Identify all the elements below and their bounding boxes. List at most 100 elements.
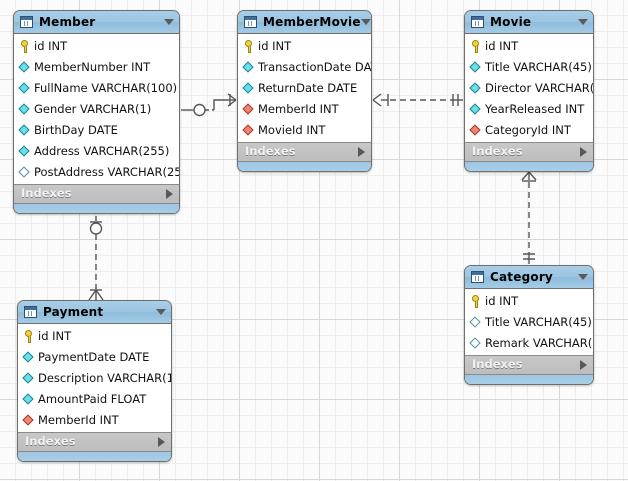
column-row[interactable]: CategoryId INT (465, 120, 593, 141)
column-icon (470, 83, 482, 95)
table-footer (14, 203, 179, 213)
column-row[interactable]: MovieId INT (238, 120, 371, 141)
indexes-section[interactable]: Indexes (18, 432, 171, 451)
column-row[interactable]: TransactionDate DATE (238, 57, 371, 78)
column-row[interactable]: Gender VARCHAR(1) (14, 99, 179, 120)
chevron-right-icon[interactable] (358, 147, 365, 157)
relationship-movie-category[interactable] (521, 171, 537, 264)
column-row[interactable]: ReturnDate DATE (238, 78, 371, 99)
column-icon (19, 146, 31, 158)
table-payment[interactable]: Payment id INT PaymentDate DATE Description… (17, 300, 172, 462)
indexes-section[interactable]: Indexes (465, 355, 593, 374)
foreign-key-icon (243, 104, 255, 116)
column-row[interactable]: Remark VARCHAR(500) (465, 333, 593, 354)
column-list: id INT MemberNumber INT FullName VARCHAR(1… (14, 34, 179, 184)
indexes-section[interactable]: Indexes (14, 184, 179, 203)
column-row[interactable]: Description VARCHAR(100) (18, 368, 171, 389)
column-row[interactable]: Director VARCHAR(45) (465, 78, 593, 99)
column-label: ReturnDate DATE (258, 80, 358, 95)
chevron-down-icon[interactable] (164, 19, 174, 25)
chevron-down-icon[interactable] (578, 19, 588, 25)
column-row[interactable]: PostAddress VARCHAR(255) (14, 162, 179, 183)
table-title: Payment (43, 305, 104, 319)
column-row[interactable]: BirthDay DATE (14, 120, 179, 141)
chevron-down-icon[interactable] (156, 309, 166, 315)
column-icon (19, 125, 31, 137)
chevron-right-icon[interactable] (580, 147, 587, 157)
column-row[interactable]: id INT (14, 36, 179, 57)
chevron-down-icon[interactable] (360, 19, 371, 25)
primary-key-icon (470, 40, 482, 53)
column-row[interactable]: id INT (465, 36, 593, 57)
column-row[interactable]: id INT (238, 36, 371, 57)
column-row[interactable]: MemberId INT (238, 99, 371, 120)
table-icon (471, 16, 484, 28)
table-header-membermovie[interactable]: MemberMovie (238, 11, 371, 34)
column-label: YearReleased INT (485, 101, 585, 116)
column-row[interactable]: id INT (18, 326, 171, 347)
column-row[interactable]: PaymentDate DATE (18, 347, 171, 368)
column-list: id INT Title VARCHAR(45) Remark VARCHAR(50… (465, 289, 593, 355)
table-title: Movie (490, 15, 532, 29)
indexes-label: Indexes (472, 144, 523, 159)
column-label: AmountPaid FLOAT (38, 391, 147, 406)
table-header-movie[interactable]: Movie (465, 11, 593, 34)
table-header-category[interactable]: Category (465, 266, 593, 289)
column-label: TransactionDate DATE (258, 59, 371, 74)
column-icon (243, 62, 255, 74)
column-row[interactable]: YearReleased INT (465, 99, 593, 120)
column-icon (470, 62, 482, 74)
column-row[interactable]: Title VARCHAR(45) (465, 57, 593, 78)
column-label: Title VARCHAR(45) (485, 314, 592, 329)
column-row[interactable]: Title VARCHAR(45) (465, 312, 593, 333)
table-header-member[interactable]: Member (14, 11, 179, 34)
column-row[interactable]: MemberNumber INT (14, 57, 179, 78)
foreign-key-icon (243, 125, 255, 137)
indexes-section[interactable]: Indexes (465, 142, 593, 161)
column-row[interactable]: id INT (465, 291, 593, 312)
table-icon (244, 16, 257, 28)
table-title: MemberMovie (263, 15, 361, 29)
table-member[interactable]: Member id INT MemberNumber INT FullName VAR… (13, 10, 180, 214)
column-row[interactable]: Address VARCHAR(255) (14, 141, 179, 162)
column-label: PaymentDate DATE (38, 349, 150, 364)
chevron-right-icon[interactable] (158, 437, 165, 447)
chevron-down-icon[interactable] (578, 274, 588, 280)
column-row[interactable]: AmountPaid FLOAT (18, 389, 171, 410)
relationship-member-payment[interactable] (88, 216, 104, 301)
column-label: CategoryId INT (485, 122, 571, 137)
table-title: Category (490, 270, 553, 284)
column-label: MemberNumber INT (34, 59, 151, 74)
table-membermovie[interactable]: MemberMovie id INT TransactionDate DATE Ret… (237, 10, 372, 172)
column-label: FullName VARCHAR(100) (34, 80, 178, 95)
table-title: Member (39, 15, 96, 29)
column-icon (19, 62, 31, 74)
primary-key-icon (19, 40, 31, 53)
chevron-right-icon[interactable] (166, 189, 173, 199)
indexes-label: Indexes (472, 357, 523, 372)
primary-key-icon (470, 295, 482, 308)
table-header-payment[interactable]: Payment (18, 301, 171, 324)
column-label: Description VARCHAR(100) (38, 370, 172, 385)
relationship-membermovie-movie[interactable] (372, 93, 463, 107)
relationship-member-membermovie[interactable] (181, 93, 237, 117)
table-footer (465, 374, 593, 384)
column-label: PostAddress VARCHAR(255) (34, 164, 180, 179)
column-label: id INT (34, 38, 68, 53)
column-label: Address VARCHAR(255) (34, 143, 170, 158)
chevron-right-icon[interactable] (580, 360, 587, 370)
column-row[interactable]: MemberId INT (18, 410, 171, 431)
nullable-column-icon (19, 167, 31, 179)
table-footer (238, 161, 371, 171)
column-icon (23, 394, 35, 406)
column-icon (243, 83, 255, 95)
table-category[interactable]: Category id INT Title VARCHAR(45) Remark VA… (464, 265, 594, 385)
column-row[interactable]: FullName VARCHAR(100) (14, 78, 179, 99)
primary-key-icon (243, 40, 255, 53)
column-label: Director VARCHAR(45) (485, 80, 594, 95)
indexes-section[interactable]: Indexes (238, 142, 371, 161)
